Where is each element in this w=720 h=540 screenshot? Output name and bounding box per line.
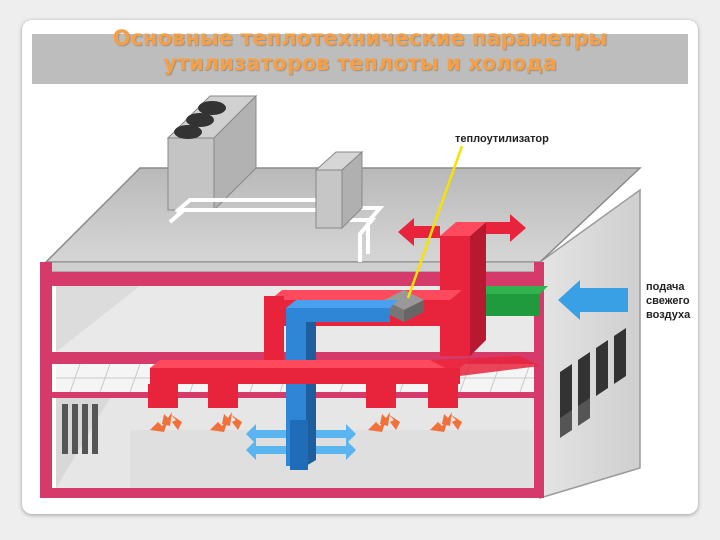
building-side-wall: [539, 188, 641, 500]
roof-refrigerant-pipes: [168, 198, 385, 262]
ground-floor-window: [62, 404, 98, 454]
fresh-air-duct: [470, 286, 548, 316]
roof-air-handler: [314, 150, 364, 230]
label-supply-line-1: подача: [646, 281, 685, 293]
title-line-2: утилизаторов теплоты и холода: [163, 51, 557, 75]
warm-air-arrows: [150, 412, 462, 432]
cold-air-duct: [286, 300, 398, 470]
side-windows: [560, 328, 626, 438]
recuperator-pointer: [406, 145, 464, 299]
heat-diffusers: [148, 384, 458, 408]
slide-title: Основные теплотехнические параметры утил…: [32, 26, 688, 76]
label-recuperator: теплоутилизатор: [455, 133, 549, 145]
title-line-1: Основные теплотехнические параметры: [112, 26, 608, 50]
label-supply-line-2: свежего: [646, 295, 690, 307]
title-bar: [32, 34, 688, 84]
exhaust-shaft: [440, 222, 486, 356]
fresh-air-inlet-arrow: [558, 280, 628, 320]
cold-air-outlets: [246, 424, 356, 460]
label-supply-line-3: воздуха: [646, 309, 691, 321]
exhaust-arrows: [398, 214, 526, 246]
heat-distribution-duct: [150, 356, 540, 384]
